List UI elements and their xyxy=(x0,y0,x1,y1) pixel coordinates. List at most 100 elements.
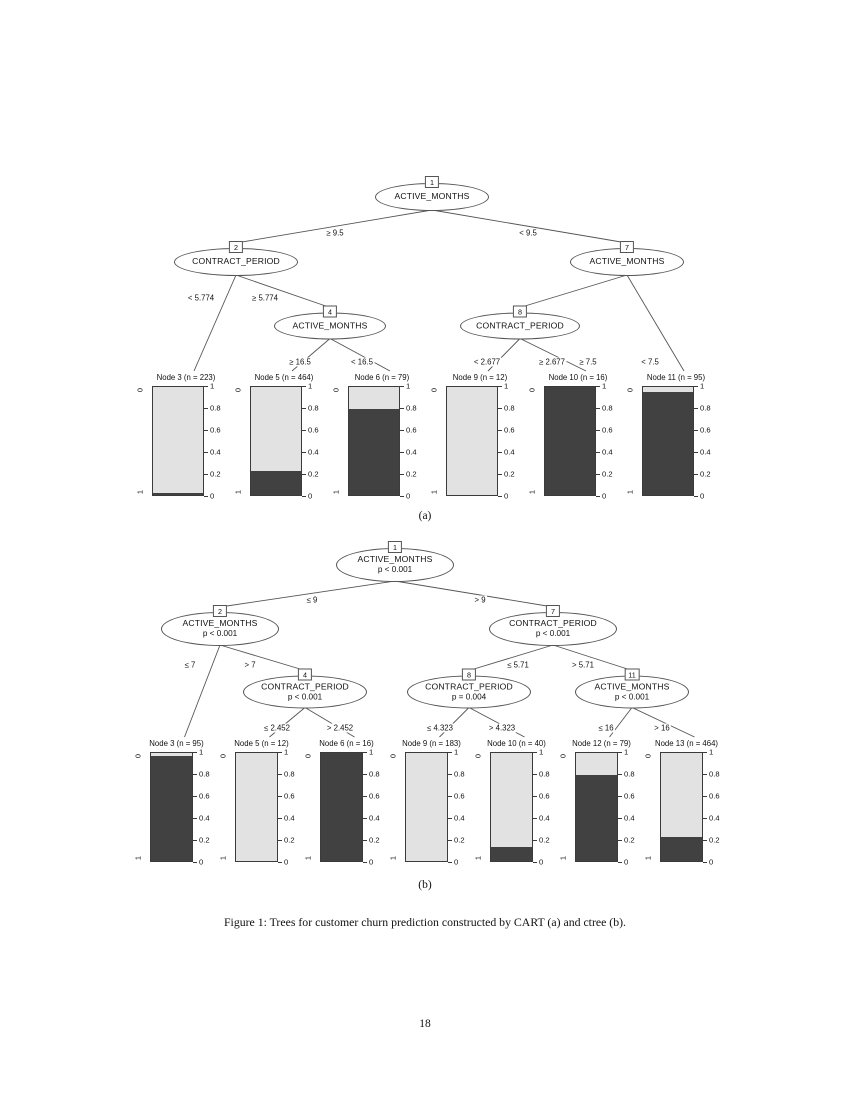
figure-caption: Figure 1: Trees for customer churn predi… xyxy=(223,915,627,929)
node-id-badge: 8 xyxy=(461,668,477,681)
leaf-bar-plot xyxy=(405,752,448,862)
node-id-badge: 1 xyxy=(424,176,440,189)
edge-split-label: ≤ 2.452 xyxy=(262,723,292,733)
node-variable-label: CONTRACT_PERIOD xyxy=(192,256,280,267)
axis-tick-label: 0.6 xyxy=(308,425,319,435)
edge-split-label: > 5.71 xyxy=(570,660,596,670)
leaf-bar-plot xyxy=(642,386,694,496)
leaf-title: Node 11 (n = 95) xyxy=(646,373,706,382)
tree-edge xyxy=(184,644,221,738)
leaf-bar-plot xyxy=(320,752,363,862)
axis-tick-label: 0.8 xyxy=(199,769,210,779)
axis-tick xyxy=(204,430,208,431)
bar-segment-class-1 xyxy=(349,408,399,495)
bar-segment-class-1 xyxy=(576,774,617,861)
category-label-bottom: 1 xyxy=(135,489,145,495)
axis-tick xyxy=(498,408,502,409)
edge-split-label: ≥ 16.5 xyxy=(287,357,313,367)
axis-tick-label: 0.6 xyxy=(369,791,380,801)
axis-tick xyxy=(533,752,537,753)
axis-tick-label: 0.8 xyxy=(406,403,417,413)
axis-tick-label: 0.4 xyxy=(700,447,711,457)
axis-tick-label: 1 xyxy=(700,381,705,391)
axis-tick xyxy=(703,862,707,863)
axis-tick xyxy=(278,774,282,775)
edge-split-label: < 9.5 xyxy=(517,228,539,238)
axis-tick-label: 0.6 xyxy=(199,791,210,801)
axis-tick xyxy=(448,818,452,819)
axis-tick-label: 1 xyxy=(369,747,374,757)
axis-tick-label: 0.8 xyxy=(700,403,711,413)
category-label-top: 0 xyxy=(233,387,243,393)
node-variable-label: ACTIVE_MONTHS xyxy=(594,681,670,692)
axis-tick-label: 0 xyxy=(454,857,459,867)
axis-tick-label: 0.2 xyxy=(709,835,720,845)
axis-tick xyxy=(596,430,600,431)
axis-tick xyxy=(596,386,600,387)
leaf-title: Node 10 (n = 16) xyxy=(548,373,608,382)
axis-tick-label: 0.8 xyxy=(602,403,613,413)
node-id-badge: 8 xyxy=(512,305,528,318)
axis-tick xyxy=(363,796,367,797)
axis-tick-label: 1 xyxy=(284,747,289,757)
axis-tick-label: 0 xyxy=(539,857,544,867)
axis-tick-label: 0.4 xyxy=(539,813,550,823)
axis-tick xyxy=(278,840,282,841)
node-variable-label: ACTIVE_MONTHS xyxy=(182,618,258,629)
node-pvalue-label: p < 0.001 xyxy=(287,692,323,702)
axis-tick xyxy=(694,386,698,387)
tree-edge xyxy=(235,209,433,244)
axis-tick xyxy=(596,452,600,453)
axis-tick xyxy=(448,862,452,863)
axis-tick-label: 0 xyxy=(709,857,714,867)
axis-tick xyxy=(278,818,282,819)
edge-split-label: ≥ 9.5 xyxy=(324,228,346,238)
axis-tick-label: 0.2 xyxy=(504,469,515,479)
axis-tick-label: 0.2 xyxy=(369,835,380,845)
node-variable-label: ACTIVE_MONTHS xyxy=(357,554,433,565)
leaf-bar-plot xyxy=(490,752,533,862)
axis-tick xyxy=(363,840,367,841)
tree-a-edges xyxy=(193,209,685,372)
bar-segment-class-1 xyxy=(643,392,693,495)
node-variable-label: CONTRACT_PERIOD xyxy=(476,320,564,331)
axis-tick xyxy=(498,474,502,475)
category-label-bottom: 1 xyxy=(331,489,341,495)
axis-tick-label: 0.8 xyxy=(709,769,720,779)
subfigure-label-b: (b) xyxy=(418,879,432,891)
axis-tick xyxy=(498,386,502,387)
axis-tick xyxy=(448,774,452,775)
node-variable-label: ACTIVE_MONTHS xyxy=(589,256,665,267)
axis-tick-label: 0.2 xyxy=(602,469,613,479)
axis-tick-label: 1 xyxy=(199,747,204,757)
tree-edge xyxy=(519,274,628,308)
axis-tick xyxy=(703,818,707,819)
axis-tick xyxy=(498,452,502,453)
axis-tick-label: 0.4 xyxy=(602,447,613,457)
category-label-top: 0 xyxy=(429,387,439,393)
axis-tick xyxy=(204,474,208,475)
category-label-bottom: 1 xyxy=(133,855,143,861)
axis-tick-label: 0.6 xyxy=(539,791,550,801)
axis-tick-label: 0 xyxy=(700,491,705,501)
axis-tick xyxy=(694,474,698,475)
node-id-badge: 11 xyxy=(624,668,640,681)
axis-tick xyxy=(204,386,208,387)
axis-tick-label: 0 xyxy=(504,491,509,501)
edge-split-label: ≤ 4.323 xyxy=(425,723,455,733)
node-pvalue-label: p < 0.001 xyxy=(535,629,571,639)
